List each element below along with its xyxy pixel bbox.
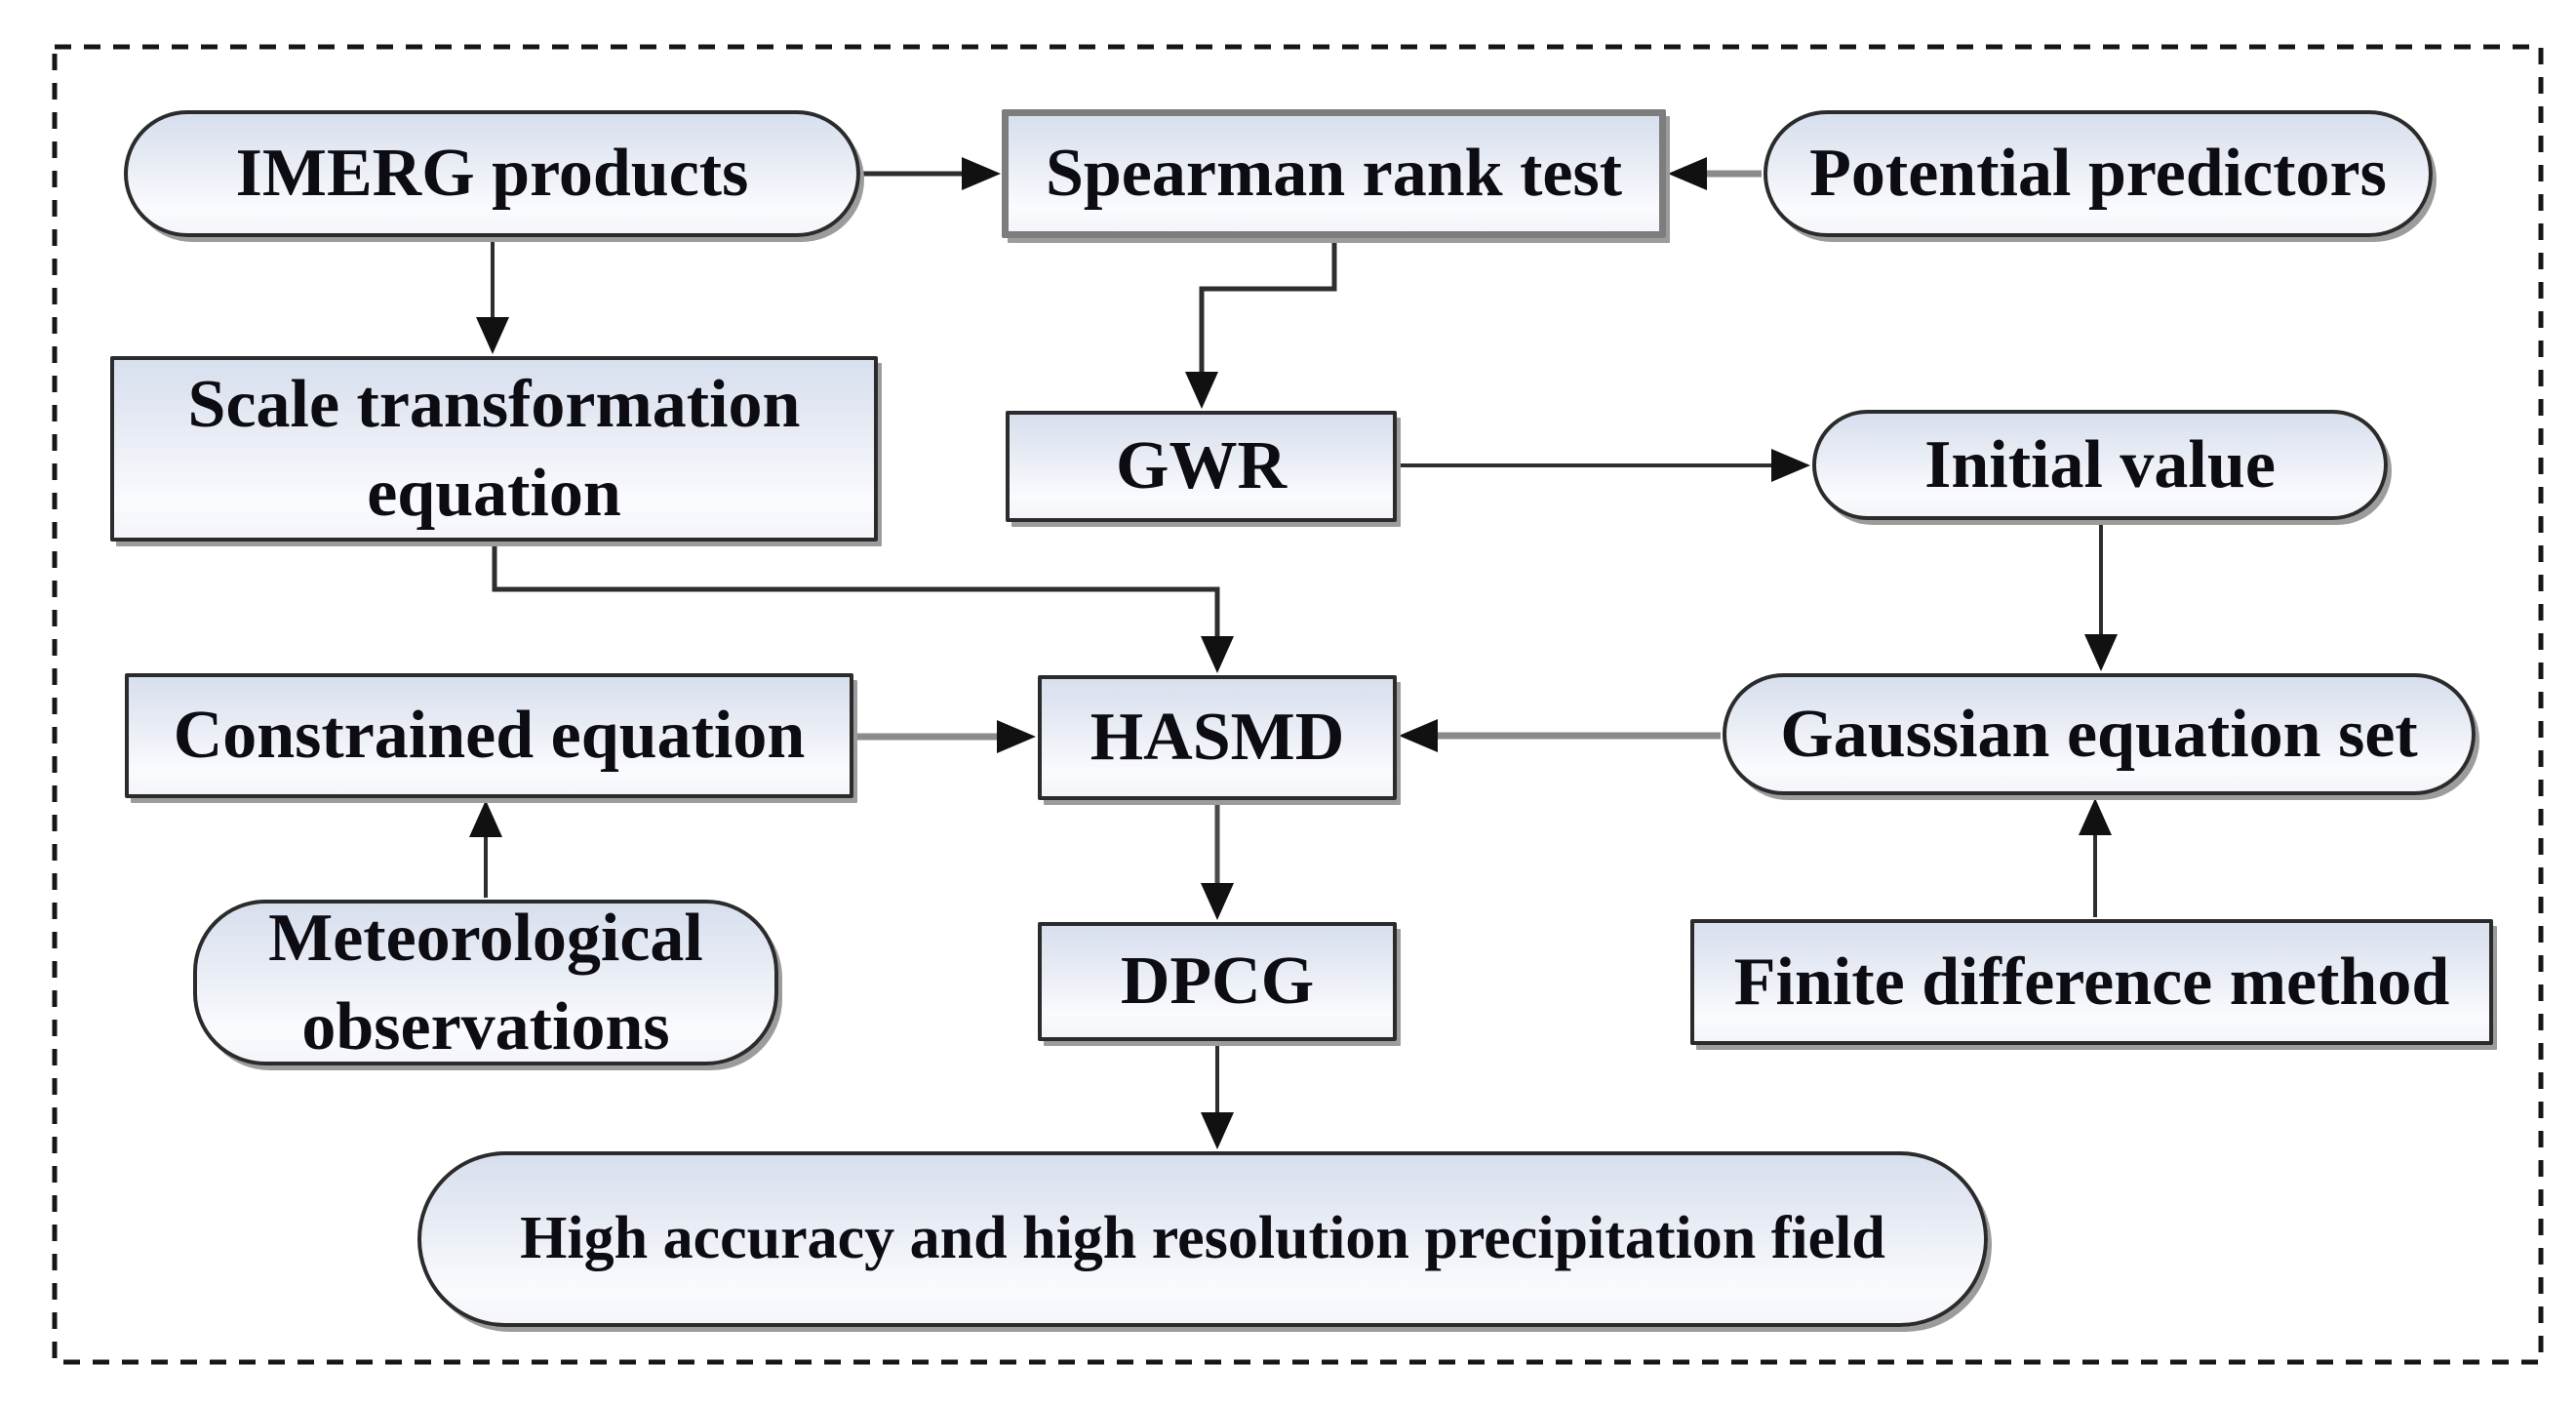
arrow-met-to-constrained	[469, 800, 502, 898]
node-spearman-rank-test-label: Spearman rank test	[1045, 136, 1623, 212]
node-dpcg-label: DPCG	[1120, 944, 1315, 1020]
node-high-accuracy-precipitation-field: High accuracy and high resolution precip…	[417, 1151, 1988, 1327]
node-hasmd-label: HASMD	[1090, 700, 1345, 776]
node-constrained-equation: Constrained equation	[125, 673, 853, 798]
node-scale-transformation-equation-label: Scale transformation equation	[187, 367, 801, 531]
arrow-gaussian-to-hasmd	[1399, 719, 1721, 752]
node-meteorological-observations: Meteorological observations	[193, 900, 778, 1065]
arrow-hasmd-to-dpcg	[1201, 802, 1234, 920]
arrow-constrained-to-hasmd	[855, 720, 1036, 753]
node-dpcg: DPCG	[1038, 922, 1397, 1041]
node-imerg-products-label: IMERG products	[235, 136, 749, 212]
node-spearman-rank-test: Spearman rank test	[1002, 109, 1666, 238]
node-hasmd: HASMD	[1038, 675, 1397, 800]
arrow-spearman-to-gwr	[1185, 240, 1337, 409]
node-potential-predictors-label: Potential predictors	[1809, 136, 2387, 212]
arrow-imerg-to-spearman	[862, 157, 1001, 190]
arrow-potential-to-spearman	[1668, 157, 1762, 190]
arrow-imerg-to-scale	[476, 239, 509, 354]
arrow-gwr-to-initial	[1399, 449, 1810, 482]
node-meteorological-observations-label: Meteorological observations	[268, 901, 703, 1065]
dashed-border	[52, 44, 2544, 1365]
node-gwr-label: GWR	[1116, 428, 1287, 504]
node-initial-value: Initial value	[1812, 410, 2388, 520]
arrow-initial-to-gaussian	[2084, 521, 2118, 671]
arrow-finite-to-gaussian	[2079, 798, 2112, 917]
node-constrained-equation-label: Constrained equation	[173, 698, 806, 774]
node-gwr: GWR	[1006, 411, 1397, 522]
node-high-accuracy-precipitation-field-label: High accuracy and high resolution precip…	[520, 1205, 1885, 1272]
node-imerg-products: IMERG products	[124, 110, 860, 237]
arrow-scale-to-hasmd	[492, 542, 1234, 673]
node-potential-predictors: Potential predictors	[1764, 110, 2433, 237]
node-gaussian-equation-set-label: Gaussian equation set	[1780, 696, 2418, 772]
arrow-dpcg-to-final	[1201, 1043, 1234, 1149]
node-initial-value-label: Initial value	[1924, 426, 2276, 502]
node-gaussian-equation-set: Gaussian equation set	[1723, 673, 2476, 795]
node-scale-transformation-equation: Scale transformation equation	[110, 356, 878, 542]
node-finite-difference-method-label: Finite difference method	[1733, 944, 2450, 1020]
node-finite-difference-method: Finite difference method	[1690, 919, 2493, 1045]
